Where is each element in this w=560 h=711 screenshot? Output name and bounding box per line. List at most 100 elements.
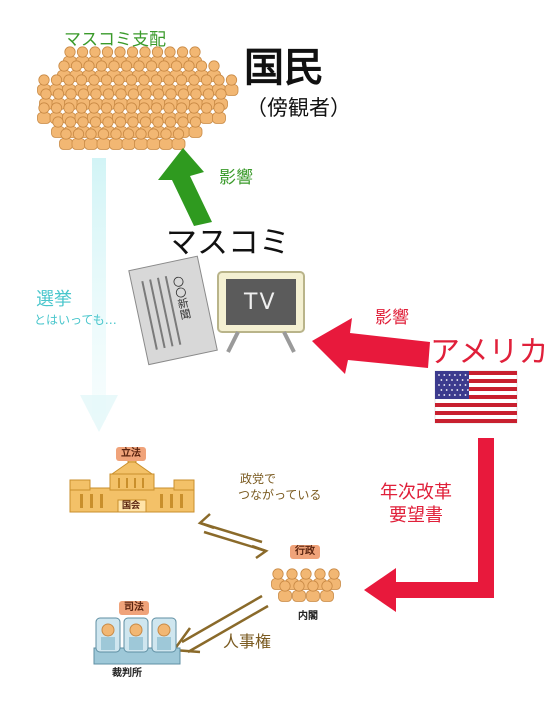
crowd-person-head: [100, 74, 113, 86]
flag-stripe: [435, 387, 517, 391]
election-arrow: [80, 158, 118, 432]
crowd-person-head: [160, 128, 172, 140]
crowd-person-head: [63, 74, 75, 86]
crowd-person-head: [75, 74, 88, 86]
crowd-person-head: [150, 102, 163, 114]
cabinet-person-body: [306, 590, 320, 602]
crowd-person-head: [127, 116, 139, 128]
crowd-person-head: [190, 88, 202, 100]
flag-star: [464, 374, 467, 376]
cabinet-person-head: [328, 568, 340, 580]
crowd-person-body: [199, 112, 214, 124]
flag-star: [467, 379, 469, 381]
crowd-person-head: [195, 60, 208, 72]
crowd-person-head: [177, 88, 190, 100]
party-link-line1: 政党で: [240, 472, 277, 486]
crowd-person-head: [52, 116, 64, 128]
reform-label-line1: 年次改革: [380, 482, 452, 503]
flag-star: [448, 384, 451, 386]
us-flag-icon: [434, 370, 518, 424]
flag-star: [454, 394, 456, 396]
crowd-person-head: [64, 116, 77, 128]
media-control-label: マスコミ支配: [64, 30, 166, 50]
diet-building-icon: [69, 451, 195, 513]
cabinet-person-head: [321, 580, 333, 592]
tv-icon: [217, 271, 305, 353]
flag-stripe: [435, 395, 517, 399]
crowd-person-head: [150, 74, 163, 86]
media-influence-label: 影響: [219, 168, 253, 188]
flag-star: [454, 384, 456, 386]
cabinet-person-head: [307, 580, 319, 592]
crowd-person-body: [188, 126, 203, 138]
crowd-person-head: [163, 102, 175, 114]
crowd-person-head: [189, 46, 201, 58]
flag-star: [456, 379, 459, 381]
crowd-person-head: [100, 102, 113, 114]
crowd-person-head: [177, 116, 189, 128]
crowd-person-head: [125, 102, 138, 114]
crowd-person-head: [176, 46, 189, 58]
crowd-person-head: [175, 74, 188, 86]
flag-star: [445, 379, 448, 381]
crowd-person-head: [127, 88, 140, 100]
flag-star: [464, 394, 467, 396]
crowd-person-head: [202, 88, 215, 100]
crowd-person-head: [165, 88, 177, 100]
crowd-person-head: [152, 116, 164, 128]
crowd-person-head: [50, 102, 63, 114]
crowd-person-head: [70, 60, 83, 72]
crowd-person-body: [109, 138, 123, 150]
tv-label: TV: [244, 290, 277, 315]
crowd-person-head: [89, 46, 101, 58]
flag-star: [448, 394, 451, 396]
flag-stripe: [435, 371, 517, 375]
reform-request-arrow: [364, 438, 494, 612]
crowd-person-head: [64, 46, 76, 58]
legislature-caption: 国会: [122, 501, 141, 511]
crowd-person-head: [213, 74, 225, 86]
judiciary-tag: 司法: [119, 601, 149, 615]
public-title: 国民: [244, 45, 324, 91]
flag-star: [467, 389, 469, 391]
crowd-person-head: [90, 88, 102, 100]
executive-caption: 内閣: [298, 611, 318, 622]
crowd-person-head: [126, 46, 139, 58]
crowd-person-head: [164, 46, 176, 58]
judiciary-caption: 裁判所: [112, 668, 142, 679]
crowd-person-body: [171, 138, 186, 150]
crowd-person-head: [145, 60, 158, 72]
crowd-person-head: [110, 128, 122, 140]
flag-star: [440, 379, 443, 381]
cabinet-person-head: [314, 568, 326, 580]
flag-star: [459, 374, 462, 376]
media-title: マスコミ: [166, 225, 290, 261]
crowd-person-body: [159, 138, 173, 150]
crowd-person-body: [71, 138, 86, 150]
flag-star: [459, 384, 462, 386]
crowd-person-head: [76, 46, 89, 58]
party-link-line2: つながっている: [238, 488, 322, 502]
reform-label-line2: 要望書: [389, 505, 443, 526]
media-influence-arrow: [158, 148, 212, 226]
crowd-person-body: [146, 138, 161, 150]
crowd-person-head: [114, 46, 126, 58]
crowd-person-head: [215, 88, 227, 100]
election-label: 選挙: [36, 289, 72, 310]
flag-star: [459, 394, 462, 396]
crowd-person-head: [122, 128, 135, 140]
crowd-person-head: [38, 74, 50, 86]
crowd-person-head: [200, 102, 213, 114]
cabinet-person-body: [292, 590, 306, 602]
crowd-person-body: [96, 138, 111, 150]
crowd-person-head: [60, 128, 72, 140]
flag-stripe: [435, 379, 517, 383]
crowd-person-head: [52, 88, 65, 100]
executive-tag: 行政: [290, 545, 320, 559]
crowd-person-head: [225, 74, 238, 86]
flag-star: [443, 394, 446, 396]
flag-stripe: [435, 419, 517, 423]
america-influence-arrow: [312, 318, 430, 374]
crowd-person-head: [208, 60, 220, 72]
